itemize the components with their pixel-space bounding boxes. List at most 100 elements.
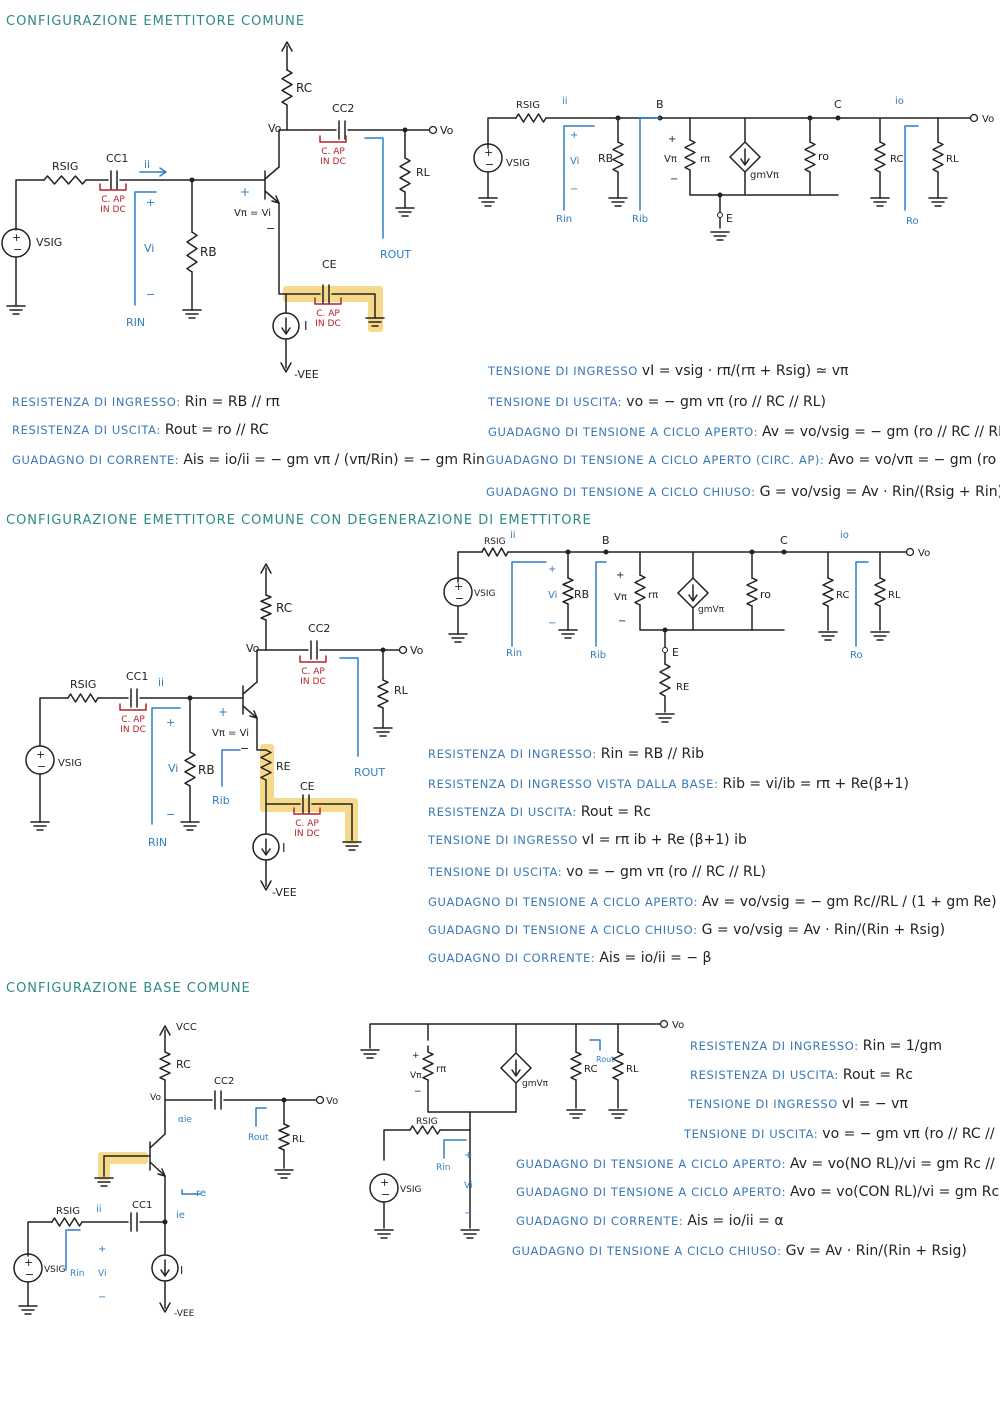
label-rb: RB (598, 152, 613, 165)
wire (311, 803, 353, 841)
label-rout: Rout (248, 1133, 269, 1143)
label-ro: ro (760, 588, 771, 601)
label-rib: Rib (212, 794, 230, 807)
label-gmvpi: gmVπ (698, 605, 725, 615)
rl-resistor (399, 157, 411, 193)
label-ii: ii (144, 158, 150, 171)
equation-ce_re-0: RESISTENZA DI INGRESSO:Rin = RB // Rib (428, 746, 704, 762)
node-dot (603, 549, 609, 555)
equation-formula: Ais = io/ii = − β (599, 950, 712, 966)
equation-label: GUADAGNO DI TENSIONE A CICLO APERTO: (516, 1157, 787, 1171)
label-plus: + (570, 130, 578, 141)
equation-cb-6: GUADAGNO DI CORRENTE:Ais = io/ii = α (516, 1213, 784, 1229)
wire (427, 1079, 471, 1113)
section-title-ce: CONFIGURAZIONE EMETTITORE COMUNE (6, 14, 306, 29)
equation-formula: Ais = io/ii = α (687, 1213, 784, 1229)
equation-label: TENSIONE DI INGRESSO (688, 1097, 838, 1111)
highlight (98, 1152, 148, 1164)
supply-arrow-icon (159, 1025, 171, 1036)
rc-resistor (570, 1051, 582, 1081)
label-rb: RB (198, 763, 215, 777)
transistor-icon (242, 681, 258, 695)
label-rpi: rπ (648, 590, 658, 601)
wire (256, 649, 267, 683)
equation-formula: vI = vsig · rπ/(rπ + Rsig) ≃ vπ (641, 363, 849, 379)
rb-resistor (186, 231, 198, 273)
dependent-source-arrow (688, 594, 698, 602)
label-vsig: VSIG (506, 158, 530, 169)
supply-arrow-icon (260, 880, 272, 891)
label-plus: + (548, 564, 556, 575)
equation-label: GUADAGNO DI TENSIONE A CICLO APERTO: (428, 895, 699, 909)
label-vpi: Vπ (664, 154, 677, 165)
equation-ce-7: GUADAGNO DI TENSIONE A CICLO CHIUSO:G = … (486, 484, 1000, 500)
label-re: RE (676, 682, 689, 693)
label-ii: ii (158, 676, 164, 689)
equation-formula: Rout = Rc (580, 804, 651, 820)
label-plus: + (146, 196, 155, 209)
transistor-icon (264, 166, 280, 180)
rin-arrow (511, 561, 547, 647)
label-io: io (895, 96, 904, 107)
label-rsig: RSIG (52, 160, 78, 173)
rout-arrow (589, 1039, 601, 1051)
equation-label: RESISTENZA DI USCITA: (12, 423, 161, 437)
output-terminal (315, 1095, 325, 1105)
output-terminal (398, 645, 408, 655)
label-rout: Rout (596, 1055, 614, 1064)
supply-arrow-icon (281, 41, 293, 52)
label-re: re (196, 1188, 206, 1199)
wire (278, 202, 287, 295)
rsig-resistor (67, 693, 99, 703)
current-source-arrow (160, 1269, 170, 1277)
output-terminal (659, 1019, 669, 1029)
cap-bracket (119, 703, 147, 711)
label-cc1: CC1 (132, 1200, 152, 1211)
label-rc: RC (296, 81, 312, 95)
label-vee: -VEE (174, 1309, 195, 1319)
equation-label: GUADAGNO DI TENSIONE A CICLO APERTO (CIR… (486, 453, 825, 467)
source-plus: + (484, 146, 493, 159)
label-e: E (672, 646, 679, 659)
label-rin: RIN (126, 316, 145, 329)
cap-note: IN DC (100, 205, 125, 215)
rin-arrow (134, 191, 157, 306)
label-vo: Vo (150, 1093, 161, 1103)
equation-formula: Ais = io/ii = − gm vπ / (vπ/Rin) = − gm … (183, 452, 485, 468)
label-vsig: VSIG (36, 236, 62, 249)
equation-ce_re-6: GUADAGNO DI TENSIONE A CICLO CHIUSO:G = … (428, 922, 945, 938)
cap-note: IN DC (294, 829, 319, 839)
equation-ce-1: RESISTENZA DI USCITA:Rout = ro // RC (12, 422, 269, 438)
label-plus: + (464, 1150, 472, 1161)
label-rl: RL (416, 166, 431, 179)
wire (15, 179, 45, 231)
source-minus: − (381, 1188, 390, 1201)
equation-formula: Rin = RB // Rib (600, 746, 705, 762)
wire (487, 117, 517, 149)
label-rpi: rπ (436, 1064, 446, 1075)
cap-note: C. AP (321, 147, 345, 157)
label-vo: Vo (918, 548, 930, 559)
equation-ce-5: GUADAGNO DI TENSIONE A CICLO APERTO:Av =… (488, 424, 1000, 440)
node-dot (781, 549, 787, 555)
equation-label: RESISTENZA DI INGRESSO: (690, 1039, 859, 1053)
cap-note: IN DC (120, 725, 145, 735)
equation-label: GUADAGNO DI TENSIONE A CICLO CHIUSO: (486, 485, 756, 499)
label-rsig: RSIG (70, 678, 96, 691)
wire (439, 1129, 471, 1229)
equation-cb-1: RESISTENZA DI USCITA:Rout = Rc (690, 1067, 913, 1083)
label-minus: − (570, 184, 578, 195)
equation-formula: Rin = 1/gm (862, 1038, 943, 1054)
label-vi: Vi (98, 1269, 106, 1279)
rpi-resistor (422, 1051, 434, 1081)
equation-formula: vo = − gm vπ (ro // RC // RL) (822, 1126, 1000, 1142)
cap-bracket (319, 135, 347, 143)
label-re: RE (276, 760, 291, 773)
wire (256, 717, 267, 751)
rib-arrow (595, 561, 607, 647)
label-rsig: RSIG (416, 1117, 438, 1127)
equation-cb-3: TENSIONE DI USCITA:vo = − gm vπ (ro // R… (684, 1126, 1000, 1142)
label-c: C (780, 534, 788, 547)
